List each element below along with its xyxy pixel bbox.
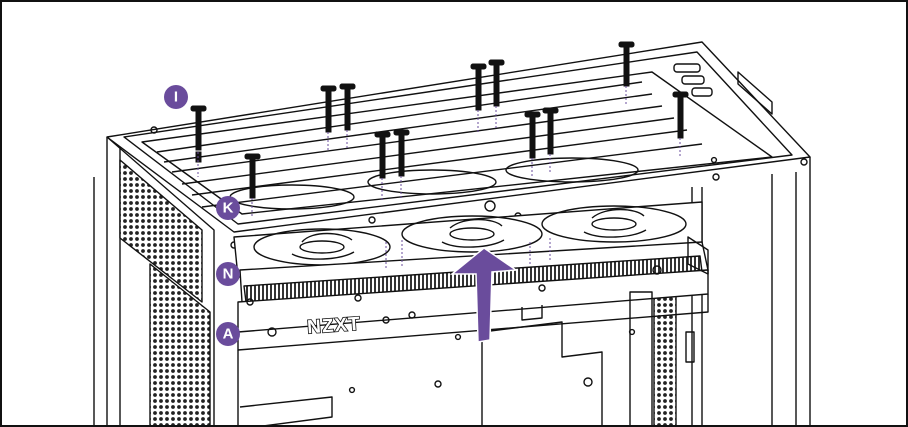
- side-mesh-panel: [119, 159, 203, 303]
- screw-icon: [524, 111, 541, 159]
- case-top-frame: [106, 41, 811, 249]
- screw-icon: [470, 63, 487, 111]
- svg-text:I: I: [174, 89, 178, 106]
- brand-logo: NZXT: [306, 313, 363, 339]
- fan-3: [541, 205, 687, 243]
- screw-set: [190, 41, 689, 199]
- motherboard-area: [237, 291, 695, 425]
- callout-k: K: [216, 196, 240, 220]
- fan-2: [401, 215, 543, 253]
- callout-n: N: [216, 262, 240, 286]
- screw-icon: [244, 153, 261, 199]
- fan-array: [229, 157, 703, 278]
- callout-a: A: [216, 322, 240, 346]
- alignment-guides: [197, 86, 681, 270]
- rear-mesh-column: [653, 291, 677, 425]
- callout-i: I: [164, 85, 188, 109]
- screw-icon: [190, 105, 207, 151]
- svg-text:A: A: [223, 326, 234, 343]
- screw-icon: [623, 67, 630, 85]
- brand-logo-text: NZXT: [307, 314, 362, 339]
- svg-text:N: N: [223, 266, 234, 283]
- svg-text:K: K: [223, 200, 234, 217]
- arrow-up-icon: [449, 247, 519, 343]
